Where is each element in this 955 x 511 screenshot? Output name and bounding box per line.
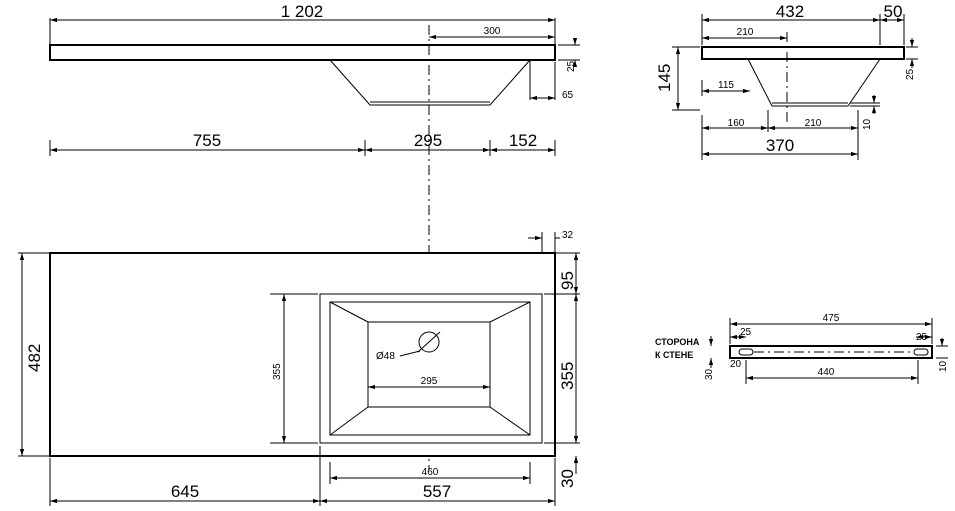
dim-160: 160 xyxy=(728,118,745,129)
dim-50: 50 xyxy=(884,2,903,21)
basin-bottom xyxy=(367,321,491,408)
dim-210-bottom: 210 xyxy=(805,118,822,129)
dim-440: 440 xyxy=(818,367,835,378)
dim-65: 65 xyxy=(562,90,574,101)
dim-557: 557 xyxy=(423,482,451,501)
dim-drain-diameter: Ø48 xyxy=(376,351,395,362)
bracket-bar xyxy=(729,345,933,359)
dim-20-bracket: 20 xyxy=(730,359,742,370)
dim-460: 460 xyxy=(422,467,439,478)
dim-30-bracket: 30 xyxy=(704,368,715,380)
plan-view-slab xyxy=(49,252,556,457)
bracket-view: СТОРОНА К СТЕНЕ 475 25 25 30 20 10 440 xyxy=(655,313,949,384)
dim-25-side: 25 xyxy=(905,68,916,80)
basin-outer-rim xyxy=(319,293,543,444)
dim-645: 645 xyxy=(171,482,199,501)
dim-32: 32 xyxy=(562,230,574,241)
dim-115: 115 xyxy=(718,80,734,91)
dim-10-bracket: 10 xyxy=(938,360,949,372)
wall-side-label-1: СТОРОНА xyxy=(655,337,700,347)
dim-1202: 1 202 xyxy=(281,2,324,21)
dim-295-front: 295 xyxy=(414,131,442,150)
dim-295-plan: 295 xyxy=(421,376,438,387)
front-view: 1 202 300 25 65 755 295 152 xyxy=(49,2,580,470)
bracket-slot-right xyxy=(913,348,929,356)
dim-355-left: 355 xyxy=(272,363,283,380)
drain-hole xyxy=(418,331,440,353)
dim-10-side: 10 xyxy=(862,118,873,130)
front-view-basin xyxy=(329,59,531,106)
dim-370: 370 xyxy=(766,136,794,155)
dim-475: 475 xyxy=(823,313,840,324)
dim-95: 95 xyxy=(558,271,577,290)
side-view-slab xyxy=(701,46,905,60)
dim-30-plan: 30 xyxy=(558,469,577,488)
dim-25-front: 25 xyxy=(566,60,577,72)
front-view-slab xyxy=(49,44,556,61)
wall-side-label-2: К СТЕНЕ xyxy=(655,350,693,360)
dim-432: 432 xyxy=(776,2,804,21)
dim-145: 145 xyxy=(655,64,674,92)
dim-210-top: 210 xyxy=(737,27,754,38)
dim-300: 300 xyxy=(484,26,501,37)
dim-482: 482 xyxy=(25,344,44,372)
side-view: 432 50 210 145 25 115 10 160 210 xyxy=(655,2,918,160)
dim-755: 755 xyxy=(193,131,221,150)
side-view-basin xyxy=(747,58,881,107)
dim-25-bracket-right: 25 xyxy=(916,332,928,343)
dim-355-right: 355 xyxy=(558,362,577,390)
basin-inner-rim xyxy=(329,301,531,436)
bracket-slot-left xyxy=(738,348,754,356)
plan-view: Ø48 295 355 482 32 95 355 30 xyxy=(18,230,580,506)
dim-25-bracket-left: 25 xyxy=(740,327,752,338)
dim-152: 152 xyxy=(509,131,537,150)
